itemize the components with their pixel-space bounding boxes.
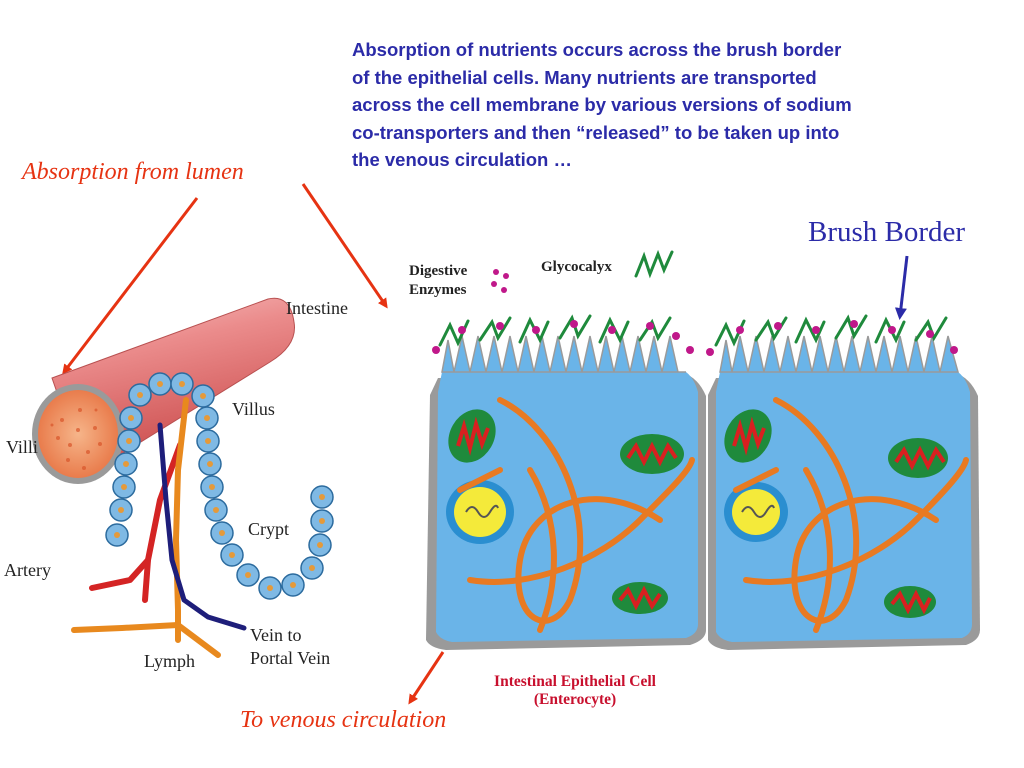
villi-label: Villi: [6, 437, 38, 457]
digestive-enzymes-label: Digestive Enzymes: [409, 262, 467, 300]
intestine-label: Intestine: [286, 298, 348, 318]
lumen-to-cell-arrow: [301, 183, 388, 309]
digestive-enzyme-dots: [432, 269, 958, 356]
crypt-label: Crypt: [248, 519, 290, 539]
venous-arrow: [408, 651, 445, 705]
lymph-vessel: [173, 397, 189, 643]
lumen-arrow: [62, 197, 199, 375]
digestive-label-line1: Digestive: [409, 263, 468, 279]
brush-border-label: Brush Border: [808, 216, 966, 248]
lymph-label: Lymph: [144, 651, 196, 671]
vessels: [71, 397, 247, 658]
artery-label: Artery: [4, 560, 51, 580]
vein-label-line2: Portal Vein: [250, 648, 331, 668]
to-venous-circulation-label: To venous circulation: [240, 707, 447, 733]
enterocyte-cell-left: [426, 335, 706, 650]
vein-vessel: [157, 422, 247, 631]
brush-border-arrow: [894, 255, 909, 320]
digestive-label-line2: Enzymes: [409, 282, 467, 298]
villus-label: Villus: [232, 399, 275, 419]
enterocyte-caption-line1: Intestinal Epithelial Cell: [494, 673, 656, 690]
glycocalyx-strands: [438, 249, 948, 347]
enterocyte-caption-line2: (Enterocyte): [533, 691, 617, 708]
absorption-from-lumen-label: Absorption from lumen: [22, 159, 244, 185]
vein-label-line1: Vein to: [250, 625, 302, 645]
glycocalyx-label: Glycocalyx: [541, 259, 612, 275]
description-text: Absorption of nutrients occurs across th…: [352, 39, 852, 170]
enterocyte-caption: Intestinal Epithelial Cell (Enterocyte): [470, 673, 680, 709]
villus-nuclei: [114, 381, 325, 591]
enterocyte-cell-right: [708, 335, 980, 650]
